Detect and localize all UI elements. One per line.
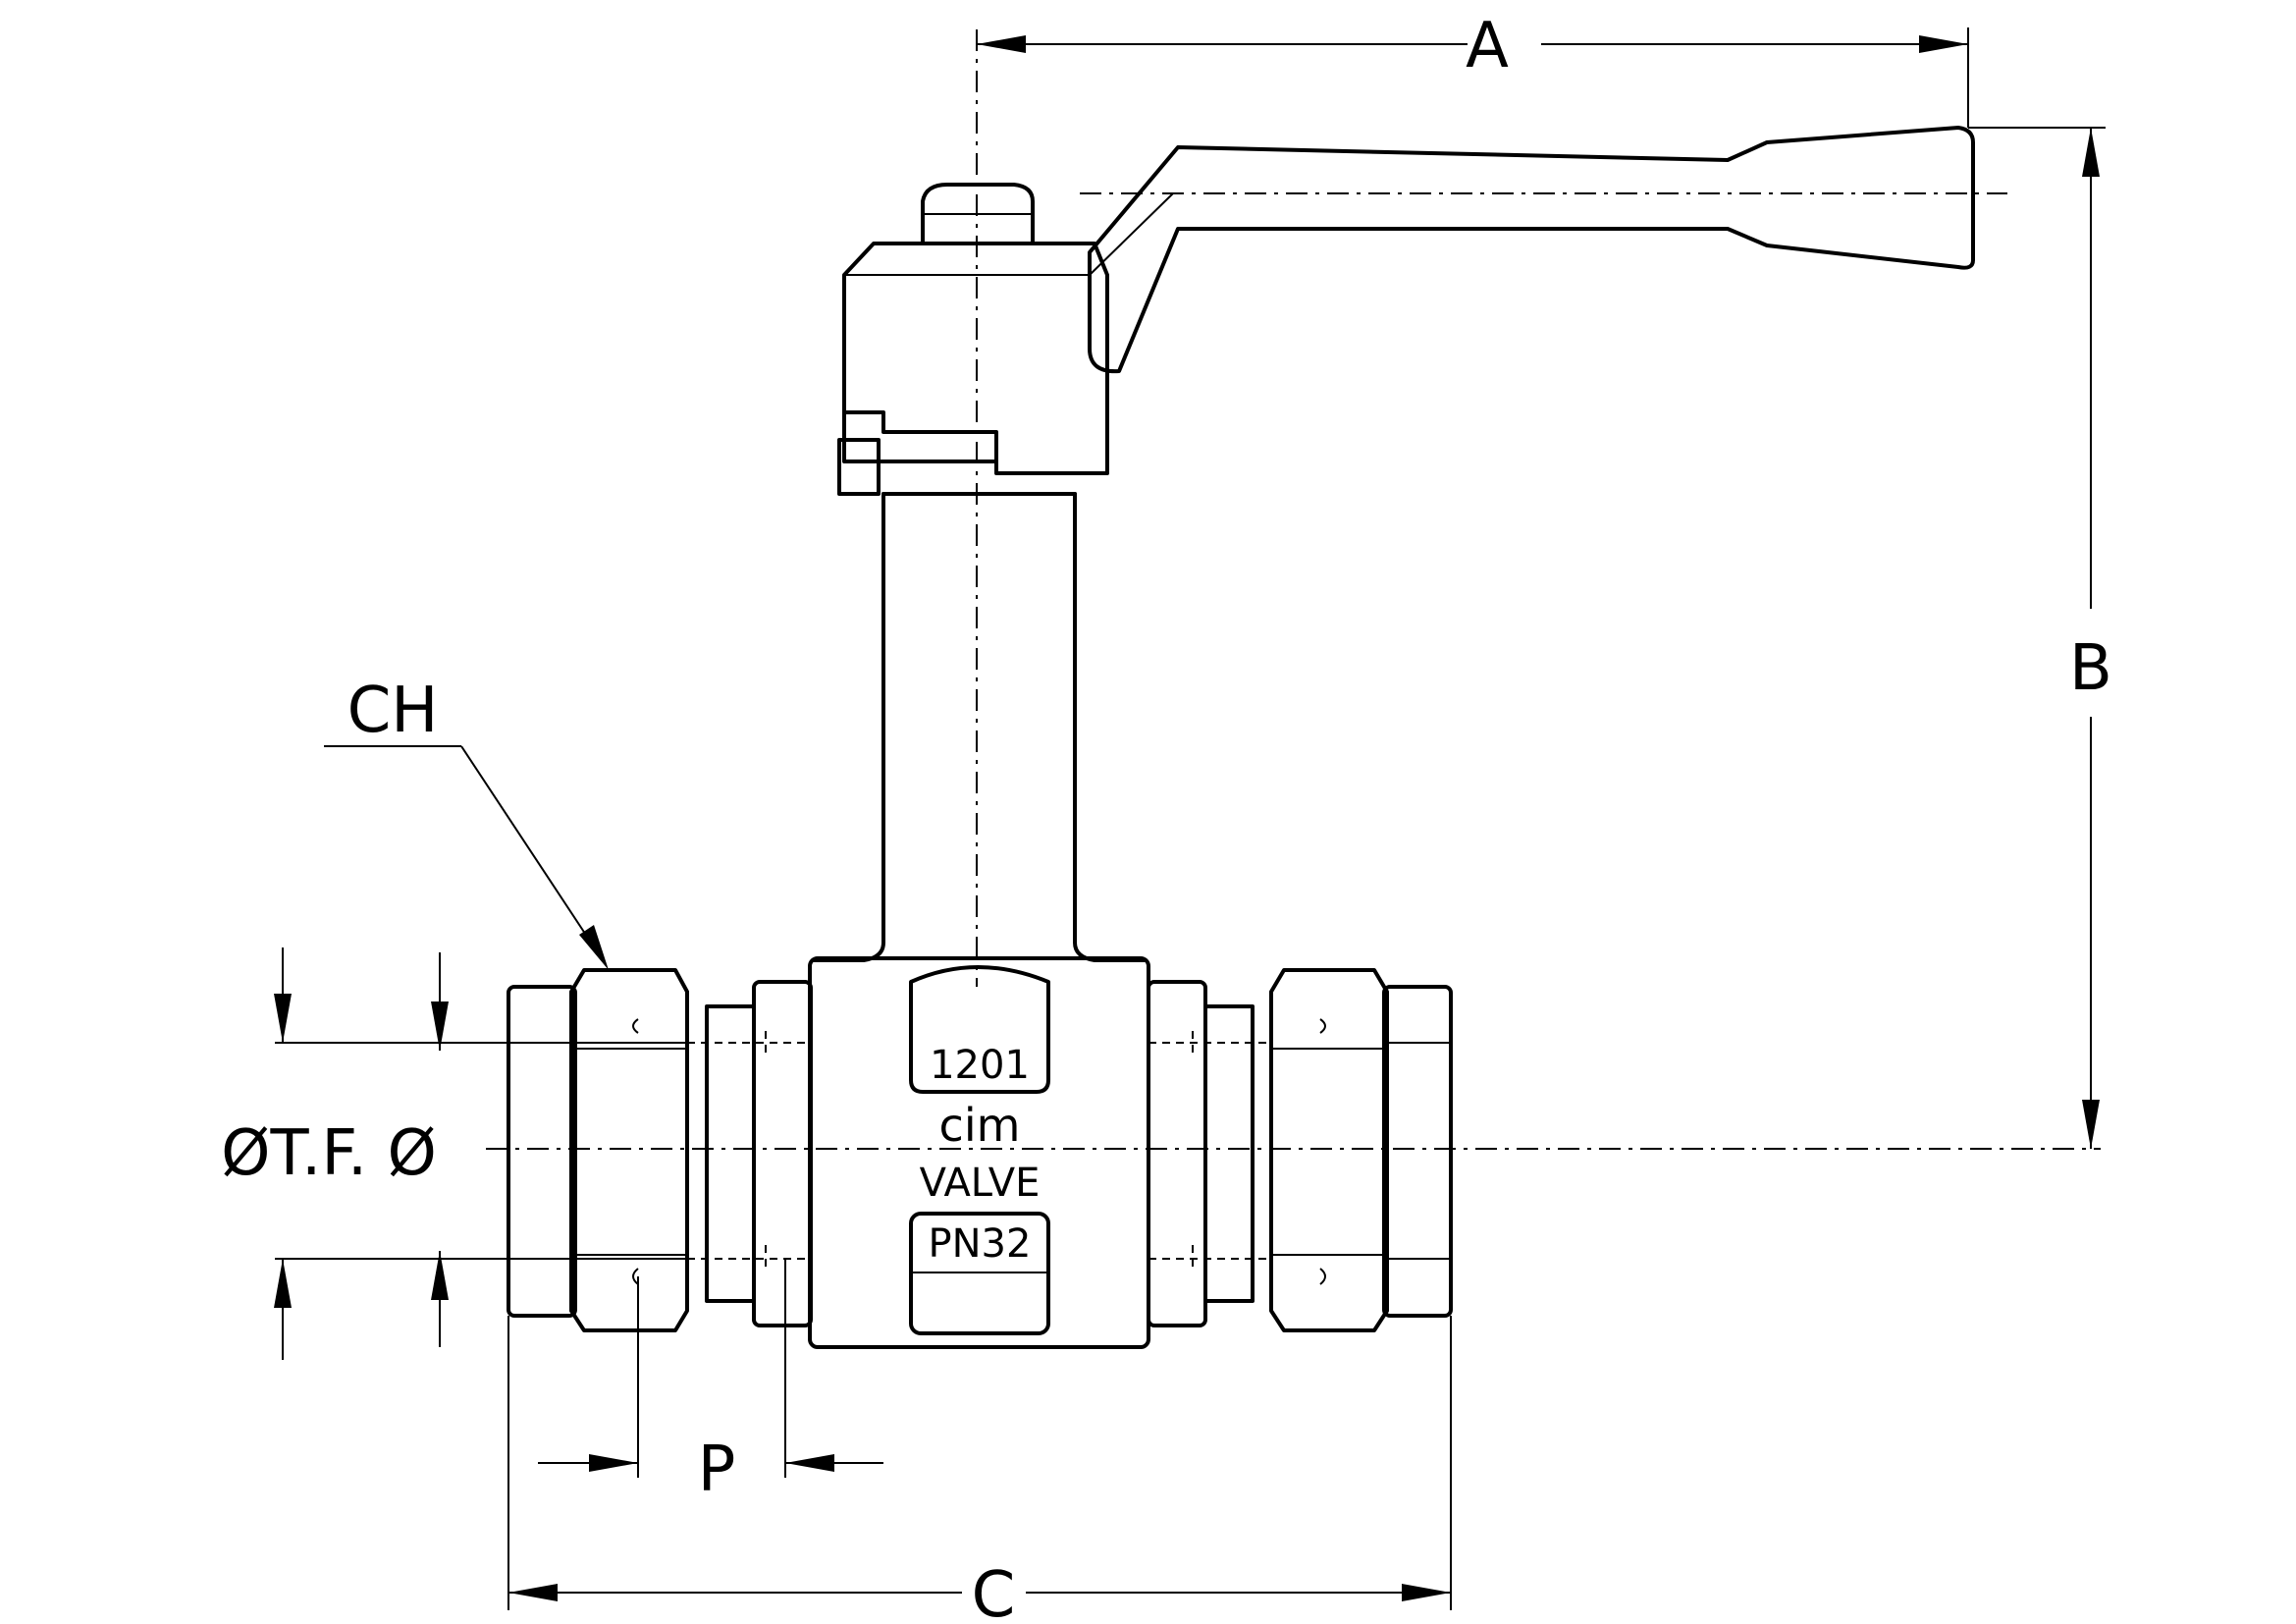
arrow-d-top <box>431 1001 449 1051</box>
dimension-a: A <box>977 10 1969 128</box>
dimension-p: P <box>538 1259 883 1506</box>
arrow-c-left <box>508 1584 558 1601</box>
arrow-p-left <box>589 1454 638 1472</box>
label-dimension-c: C <box>972 1559 1016 1624</box>
marking-brand-logo: cim <box>939 1099 1021 1152</box>
dimension-ch: CH <box>324 675 609 970</box>
arrow-b-bottom <box>2082 1100 2100 1149</box>
arrow-tf-top <box>274 994 292 1043</box>
arrow-b-top <box>2082 128 2100 177</box>
stem-nut <box>921 183 1035 245</box>
arrow-ch <box>579 925 609 970</box>
dimension-diameters: ØT.F. Ø <box>221 947 687 1360</box>
dimension-c: C <box>507 1316 1452 1624</box>
arrow-p-right <box>785 1454 834 1472</box>
lever-handle <box>1088 126 1975 374</box>
arrow-d-bottom <box>431 1251 449 1300</box>
extended-stem <box>811 492 1148 962</box>
marking-size: 1201 <box>930 1043 1030 1088</box>
label-dimension-diameters: ØT.F. Ø <box>221 1117 437 1190</box>
valve-body <box>808 956 1150 1349</box>
arrow-a-left <box>977 35 1026 53</box>
left-fittings <box>507 968 813 1332</box>
label-dimension-ch: CH <box>347 675 439 747</box>
marking-pressure: PN32 <box>929 1221 1032 1267</box>
center-lines <box>486 29 2101 1150</box>
arrow-c-right <box>1402 1584 1451 1601</box>
label-dimension-p: P <box>698 1434 736 1506</box>
marking-line: VALVE <box>920 1161 1041 1206</box>
right-fittings <box>1147 968 1453 1332</box>
label-dimension-a: A <box>1466 10 1509 82</box>
dimension-b: B <box>1968 127 2112 1149</box>
lever-hub <box>837 242 1109 496</box>
arrow-a-right <box>1919 35 1968 53</box>
body-markings: 1201 cim VALVE PN32 <box>920 1043 1041 1267</box>
arrow-tf-bottom <box>274 1259 292 1308</box>
label-dimension-b: B <box>2069 632 2112 705</box>
